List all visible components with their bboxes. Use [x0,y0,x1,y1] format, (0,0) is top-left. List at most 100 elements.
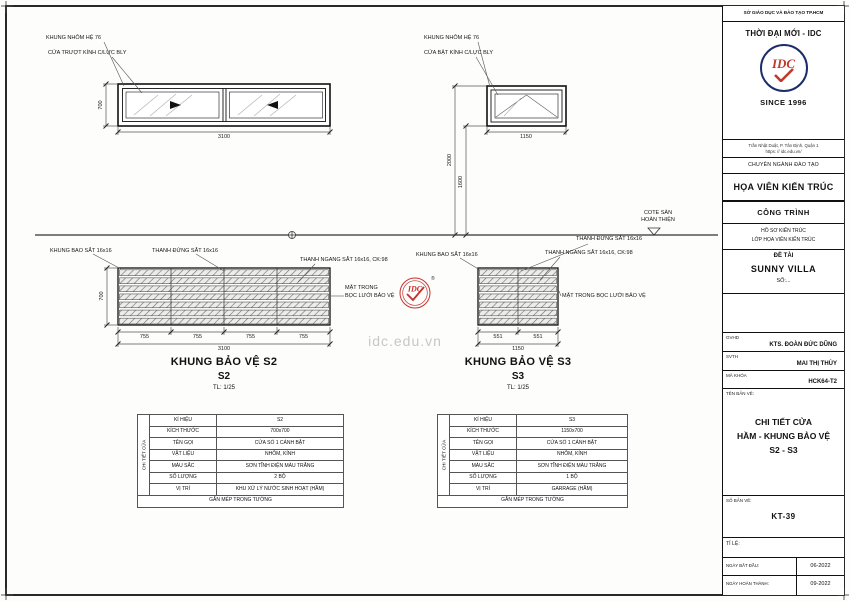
address-section: Trần Nhật Duật, P. Tân Định, Quận 1 http… [723,140,844,158]
training-label: CHUYÊN NGÀNH ĐÀO TẠO [748,162,819,168]
guard-s3-scale: TL: 1/25 [506,385,529,391]
gvhd-label: GVHD [726,335,740,340]
floor-note-line2: HOÀN THIỆN [641,216,675,223]
spec-row-value: KHU XỬ LÝ NƯỚC SINH HOẠT (HẦM) [216,483,344,496]
spec-row-label: TÊN GỌI [149,437,217,450]
spec-footer: GẮN MÉP TRONG TƯỜNG [137,494,344,508]
end-date-section: NGÀY HOÀN THÀNH: 09-2022 [723,576,844,595]
guard-s3-frame-label: KHUNG BAO SẮT 16x16 [416,252,478,258]
start-date-section: NGÀY BẮT ĐẦU: 06-2022 [723,558,844,576]
scale-section: TỈ LỆ: [723,538,844,558]
guard-s2-frame-label: KHUNG BAO SẮT 16x16 [50,248,112,254]
guard-s2-seg-dim: 755 [298,333,309,340]
topic-number: SỐ:... [776,278,791,284]
spec-row-label: KÍ HIỆU [449,414,517,427]
svth-section: SVTH MAI THỊ THÙY [723,352,844,371]
window-s2-height-dim: 700 [98,100,104,110]
spec-row-value: NHÔM, KÍNH [516,448,628,461]
registered-mark: ® [431,276,435,282]
address-line2: https: // idc.edu.vn/ [765,149,802,154]
spec-row-label: VẬT LIỆU [449,448,517,461]
window-s3-dimensions [452,83,569,238]
training-section: CHUYÊN NGÀNH ĐÀO TẠO [723,158,844,174]
empty-section [723,294,844,333]
guard-s2-title: KHUNG BẢO VỆ S2 [170,356,278,368]
window-s2-glass-label: CỬA TRƯỢT KÍNH C/LỰC BLY [48,50,127,56]
svth-name: MAI THỊ THÙY [796,361,837,367]
sheet-number-value: KT-39 [771,512,796,521]
address-line1: Trần Nhật Duật, P. Tân Định, Quận 1 [748,143,819,148]
spec-row-label: SỐ LƯỢNG [449,471,517,484]
guard-s3-horizontal-label: THANH NGANG SẮT 16x16, CK:98 [545,250,633,256]
slide-arrow-right-icon [170,101,181,109]
topic-label: ĐỀ TÀI [773,253,794,259]
drawing-name-line1: CHI TIẾT CỬA [754,417,813,427]
spec-row-label: KÍCH THƯỚC [149,425,217,438]
guard-s2-height-dim: 700 [99,291,105,301]
sheet-number-section: SỐ BẢN VẼ: KT-39 [723,496,844,538]
guard-s2-seg-dim: 755 [245,333,256,340]
slide-arrow-left-icon [267,101,278,109]
idc-logo-text: IDC [771,55,796,71]
spec-row-label: TÊN GỌI [449,437,517,450]
svth-label: SVTH [726,354,739,359]
spec-row-value: 700x700 [216,425,344,438]
window-s2-width-dim: 3100 [217,134,231,140]
logo-section: THỜI ĐẠI MỚI - IDC IDC SINCE 1996 [723,22,844,140]
start-date-label: NGÀY BẮT ĐẦU: [723,558,797,575]
spec-row-value: SƠN TĨNH ĐIỆN MÀU TRẮNG [216,460,344,473]
major-name: HỌA VIÊN KIẾN TRÚC [733,182,834,192]
window-s2-dimensions [103,81,333,135]
guard-s2-mesh-label-2: BỌC LƯỚI BẢO VỆ [345,293,395,299]
topic-name: SUNNY VILLA [750,264,817,274]
window-s3-top-dim: 2000 [447,153,453,167]
window-s3-glass-label: CỬA BẬT KÍNH C/LỰC BLY [424,50,494,56]
scale-label: TỈ LỆ: [726,541,740,547]
guard-s3-dimensions [475,327,561,347]
drawing-name-section: TÊN BẢN VẼ: CHI TIẾT CỬA HẦM - KHUNG BẢO… [723,389,844,496]
window-s3-frame-label: KHUNG NHÔM HỆ 76 [424,35,480,41]
guard-s3-title-block: KHUNG BẢO VỆ S3 S3 TL: 1/25 [458,356,578,391]
logo-check-icon [773,68,794,83]
window-s2-frame-label: KHUNG NHÔM HỆ 76 [46,35,102,41]
guard-s3-code: S3 [511,371,525,382]
guard-s2-total-dim: 3100 [217,345,231,352]
spec-row-value: GARRAGE (HẦM) [516,483,628,496]
major-section: HỌA VIÊN KIẾN TRÚC [723,174,844,202]
guard-s3-seg-dim: 551 [533,333,543,340]
class-code-value: HCK64-T2 [808,379,837,385]
start-date-value: 06-2022 [810,563,831,569]
spec-side-label: CHI TIẾT CỬA [137,414,150,496]
department-section: SỞ GIÁO DỤC VÀ ĐÀO TẠO TP.HCM [723,6,844,22]
spec-side-label: CHI TIẾT CỬA [437,414,450,496]
department-name: SỞ GIÁO DỤC VÀ ĐÀO TẠO TP.HCM [743,10,824,15]
spec-row-label: VỊ TRÍ [149,483,217,496]
spec-row-label: VẬT LIỆU [149,448,217,461]
sheet-number-label: SỐ BẢN VẼ: [726,498,752,503]
spec-footer: GẮN MÉP TRONG TƯỜNG [437,494,628,508]
guard-s2-elevation [92,253,431,326]
guard-s2-title-block: KHUNG BẢO VỆ S2 S2 TL: 1/25 [118,356,330,391]
project-label: CÔNG TRÌNH [757,208,810,217]
spec-row-label: SỐ LƯỢNG [149,471,217,484]
drawing-name-label: TÊN BẢN VẼ: [726,391,755,396]
idc-logo: IDC [759,44,808,92]
spec-row-value: CỬA SỔ 1 CÁNH BẬT [516,437,628,450]
spec-row-value: 1150x700 [516,425,628,438]
spec-row-label: VỊ TRÍ [449,483,517,496]
brand-name: THỜI ĐẠI MỚI - IDC [745,29,822,38]
class-code-label: MÃ KHÓA [726,373,747,378]
idc-stamp-text: IDC [407,284,423,294]
spec-row-value: S3 [516,414,628,427]
drawing-name-line3: S2 - S3 [769,445,798,455]
guard-s2-vertical-label: THANH ĐỨNG SẮT 16x16 [152,248,219,254]
guard-s2-code: S2 [217,371,231,382]
spec-row-value: NHÔM, KÍNH [216,448,344,461]
spec-row-label: KÍ HIỆU [149,414,217,427]
guard-s3-vertical-label: THANH ĐỨNG SẮT 16x16 [576,236,643,242]
level-marker-icon [647,227,661,236]
since-text: SINCE 1996 [760,98,807,107]
